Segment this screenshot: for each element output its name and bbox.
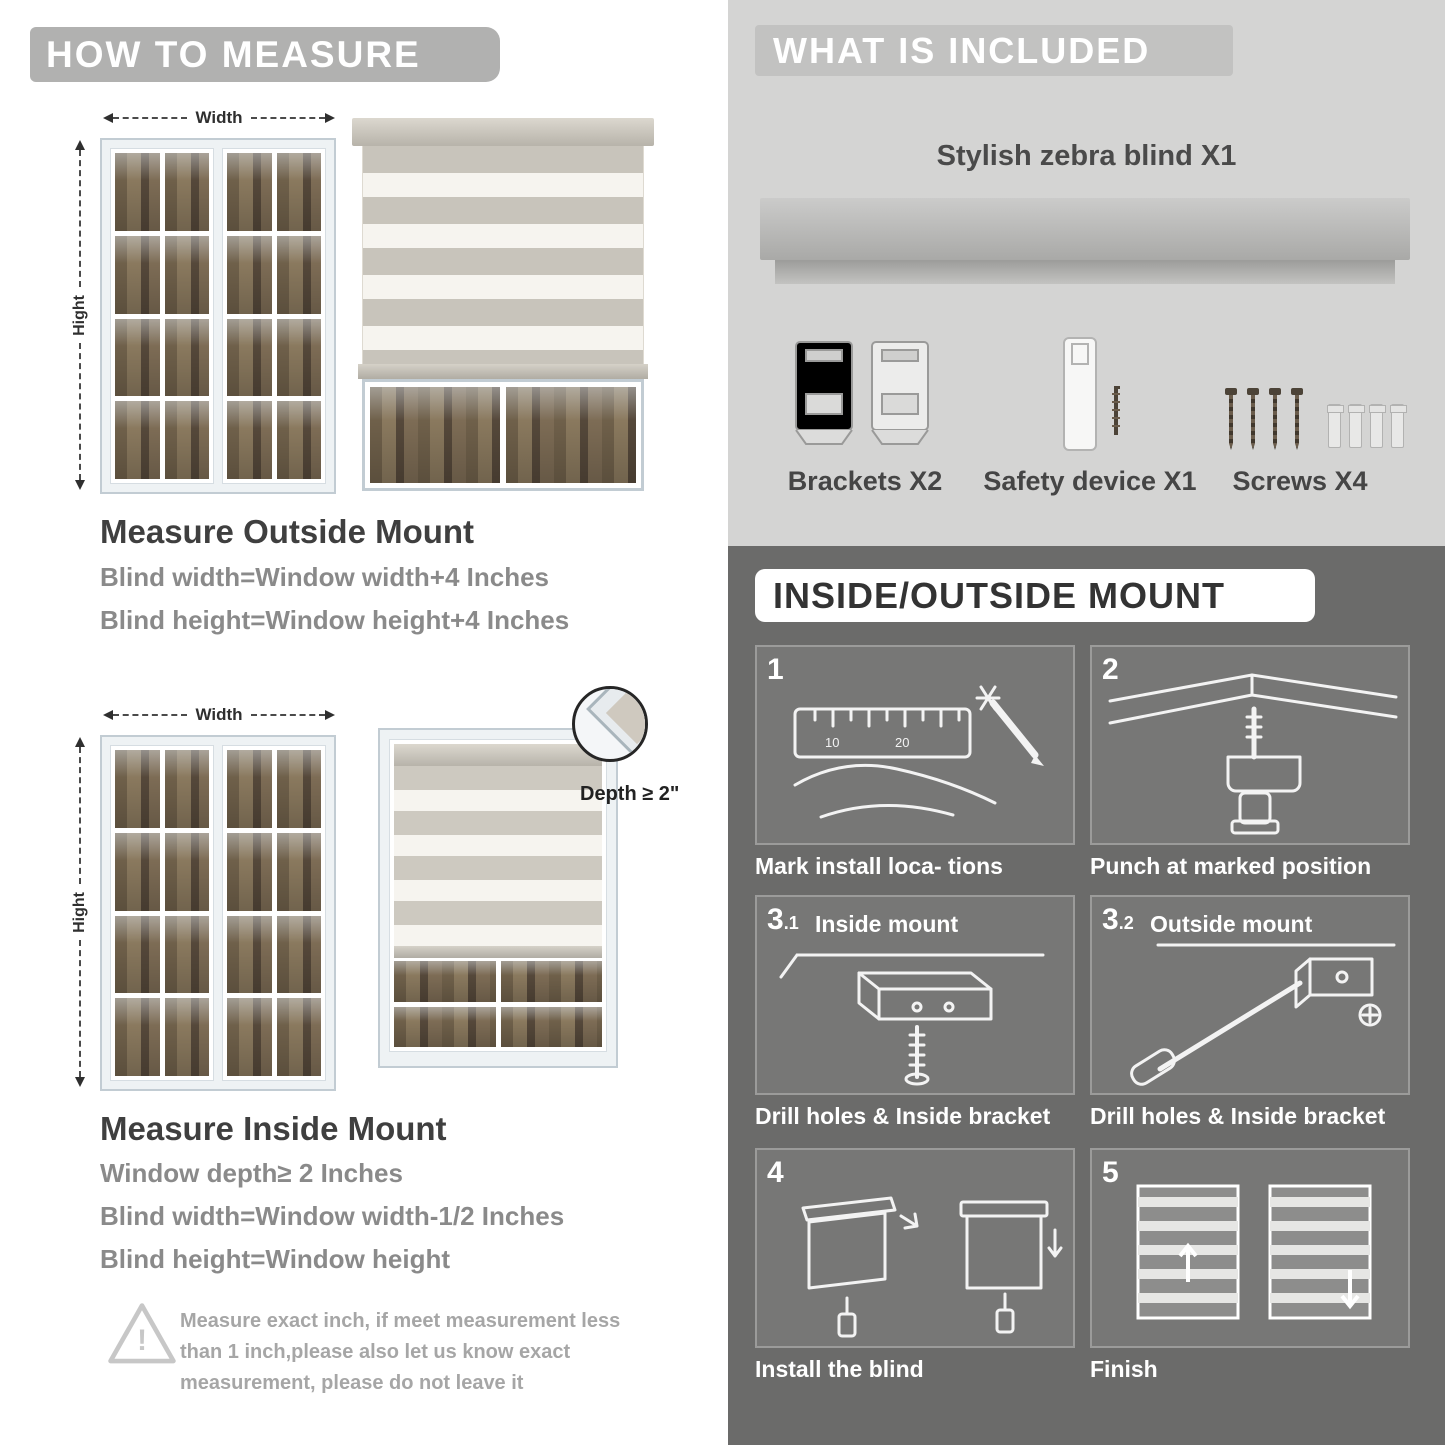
outside-height-formula: Blind height=Window height+4 Inches	[100, 605, 570, 635]
window-sash	[110, 745, 214, 1081]
arrow-up-icon	[75, 737, 85, 747]
inside-mount-title: Measure Inside Mount	[100, 1110, 447, 1147]
step-punch-position: 2 Punch at marked position	[1090, 645, 1410, 880]
screws-label: Screws X4	[1232, 466, 1368, 496]
blind-bottom-rail	[394, 946, 602, 958]
zebra-blind-inside-illustration	[378, 728, 618, 1068]
step-outside-mount-bracket: 3.2 Outside mount Drill holes & In	[1090, 895, 1410, 1130]
blind-bottom-rail	[358, 364, 648, 379]
step-caption: Finish	[1090, 1356, 1158, 1382]
measurement-note: Measure exact inch, if meet measurement …	[180, 1310, 621, 1394]
blind-stripes	[394, 766, 602, 946]
bracket-screw-icon	[779, 953, 1045, 1086]
window-sash	[222, 745, 326, 1081]
svg-text:!: !	[137, 1324, 147, 1357]
window-sash	[110, 148, 214, 484]
step-inside-mount-bracket: 3.1 Inside mount Drill	[755, 895, 1075, 1130]
step-mark-locations: 1 10 20 Mark install loca- tions	[755, 645, 1075, 880]
arrow-right-icon	[325, 710, 335, 720]
width-arrow-inside: Width	[103, 705, 335, 725]
how-to-measure-title: HOW TO MEASURE	[46, 33, 421, 75]
arrow-left-icon	[103, 710, 113, 720]
arrow-down-icon	[75, 1077, 85, 1087]
brackets-label: Brackets X2	[787, 466, 943, 496]
step-finish: 5 Finish	[1090, 1148, 1410, 1383]
arrow-right-icon	[325, 113, 335, 123]
arrow-left-icon	[103, 113, 113, 123]
blind-cassette	[394, 744, 602, 766]
bracket-screwdriver-icon	[1130, 943, 1396, 1086]
depth-requirement-label: Depth ≥ 2"	[580, 783, 680, 805]
what-is-included-section: WHAT IS INCLUDED Stylish zebra blind X1	[728, 0, 1445, 546]
product-name: Stylish zebra blind X1	[936, 140, 1237, 172]
width-arrow-outside: Width	[103, 108, 335, 128]
safety-device-label: Safety device X1	[983, 466, 1197, 496]
inside-height-formula: Blind height=Window height	[100, 1244, 450, 1274]
svg-text:10: 10	[825, 735, 839, 750]
step-caption: Drill holes & Inside bracket	[755, 1103, 1051, 1129]
brackets-icon	[790, 336, 936, 459]
outside-mount-label: Outside mount	[1150, 911, 1313, 937]
step-caption: Drill holes & Inside bracket	[1090, 1103, 1386, 1129]
step-install-blind: 4 Install the bli	[755, 1148, 1075, 1383]
outside-width-formula: Blind width=Window width+4 Inches	[100, 562, 549, 592]
outside-mount-title: Measure Outside Mount	[100, 513, 475, 550]
safety-device-icon	[1058, 334, 1144, 463]
blind-cassette	[352, 118, 654, 146]
what-is-included-header: WHAT IS INCLUDED	[755, 25, 1233, 76]
width-label: Width	[195, 705, 243, 724]
warning-triangle-icon: !	[105, 1300, 179, 1370]
inside-mount-label: Inside mount	[815, 911, 959, 937]
window-peek	[362, 379, 644, 491]
svg-text:20: 20	[895, 735, 909, 750]
window-illustration-outside	[100, 138, 336, 494]
marking-ruler-icon: 10 20	[793, 685, 1044, 819]
screws-icon	[1220, 388, 1308, 455]
width-label: Width	[195, 108, 243, 127]
anchors-icon	[1324, 404, 1408, 453]
window-peek	[394, 961, 602, 1047]
inside-width-formula: Blind width=Window width-1/2 Inches	[100, 1201, 565, 1231]
step-caption: Mark install loca- tions	[755, 853, 1003, 879]
inside-depth-formula: Window depth≥ 2 Inches	[100, 1158, 403, 1188]
install-blind-icon	[801, 1196, 1063, 1338]
window-illustration-inside	[100, 735, 336, 1091]
height-label: Hight	[71, 891, 88, 933]
zebra-blind-outside-illustration	[352, 118, 654, 491]
depth-zoom-callout	[572, 686, 648, 762]
step-caption: Punch at marked position	[1090, 853, 1372, 879]
arrow-down-icon	[75, 480, 85, 490]
mount-instructions-section: INSIDE/OUTSIDE MOUNT 1 10 2	[728, 546, 1445, 1445]
arrow-up-icon	[75, 140, 85, 150]
drill-icon	[1108, 673, 1398, 835]
blind-cassette-lip	[775, 260, 1395, 284]
window-sash	[222, 148, 326, 484]
mount-header: INSIDE/OUTSIDE MOUNT	[755, 569, 1315, 622]
how-to-measure-header: HOW TO MEASURE	[30, 27, 500, 82]
blind-stripes	[362, 146, 644, 364]
height-arrow-outside: Hight	[70, 140, 90, 490]
step-caption: Install the blind	[755, 1356, 924, 1382]
blind-cassette-image	[760, 198, 1410, 260]
height-arrow-inside: Hight	[70, 737, 90, 1087]
height-label: Hight	[71, 294, 88, 336]
finished-blinds-icon	[1136, 1184, 1372, 1320]
